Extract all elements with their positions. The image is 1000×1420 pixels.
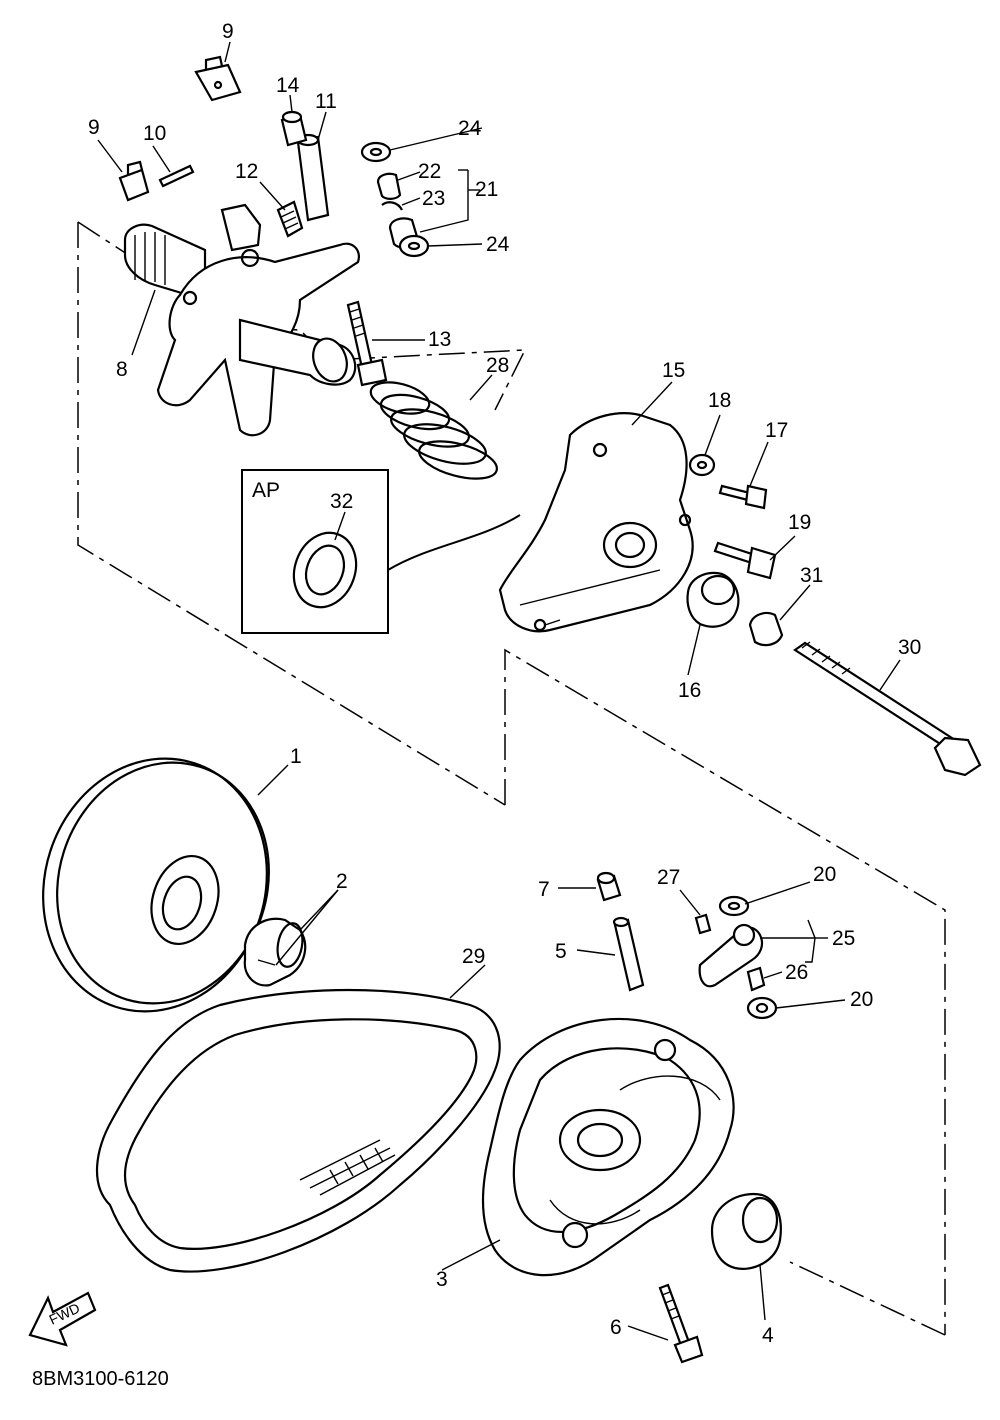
- bolt-17: [718, 484, 768, 510]
- washer-20-lower: [746, 996, 778, 1020]
- callout-9-lower: 9: [88, 116, 100, 139]
- pin-10: [158, 164, 195, 188]
- callout-18: 18: [708, 389, 731, 412]
- cover-15: [498, 412, 694, 633]
- callout-20-upper: 20: [813, 863, 836, 886]
- nut-14: [280, 110, 308, 147]
- collar-31: [748, 611, 784, 647]
- spring-28: [369, 381, 498, 480]
- callout-20-lower: 20: [850, 988, 873, 1011]
- callout-8: 8: [116, 358, 128, 381]
- ap-inset-box: AP: [241, 469, 521, 634]
- callout-11: 11: [315, 90, 337, 113]
- callout-5: 5: [555, 940, 567, 963]
- callout-28: 28: [486, 354, 509, 377]
- left-boundary-line: [77, 222, 506, 806]
- fwd-direction-arrow: FWD: [28, 1291, 97, 1347]
- shim-32: [292, 531, 358, 609]
- screw-12: [276, 200, 304, 238]
- weight-9-upper: [194, 55, 242, 102]
- washer-24-lower: [398, 234, 430, 258]
- washer-20-upper: [718, 895, 750, 917]
- callout-9-upper: 9: [222, 20, 234, 43]
- callout-27: 27: [657, 866, 680, 889]
- nut-7: [596, 871, 622, 902]
- bolt-13: [346, 300, 388, 387]
- callout-10: 10: [143, 122, 166, 145]
- callout-13: 13: [428, 328, 451, 351]
- lower-assembly-boundary: [789, 1261, 946, 1336]
- callout-1: 1: [290, 745, 302, 768]
- shaft-11: [296, 133, 330, 222]
- callout-31: 31: [800, 564, 823, 587]
- callout-19: 19: [788, 511, 811, 534]
- bolt-19: [713, 541, 777, 580]
- sheave-housing-3: [481, 1017, 735, 1277]
- center-zigzag-line: [504, 648, 946, 1335]
- callout-29: 29: [462, 945, 485, 968]
- callout-16: 16: [678, 679, 701, 702]
- bushing-23: [381, 201, 403, 211]
- washer-18: [688, 453, 716, 477]
- slider-arm-25: [698, 923, 764, 988]
- callout-23: 23: [422, 187, 445, 210]
- callout-3: 3: [436, 1268, 448, 1291]
- washer-24-upper: [360, 141, 392, 163]
- callout-24-lower: 24: [486, 233, 510, 256]
- leader-lines: [97, 41, 901, 1341]
- ap-label: AP: [252, 479, 280, 502]
- callout-7: 7: [538, 878, 550, 901]
- weight-9-lower: [118, 160, 150, 202]
- primary-sheave-1: [42, 757, 270, 1013]
- v-belt-29: [96, 988, 501, 1273]
- callout-15: 15: [662, 359, 685, 382]
- drawing-code: 8BM3100-6120: [32, 1368, 169, 1390]
- callout-12: 12: [235, 160, 258, 183]
- screw-27: [694, 913, 712, 935]
- callout-32: 32: [330, 490, 353, 513]
- callout-2: 2: [336, 870, 348, 893]
- callout-14: 14: [276, 74, 300, 97]
- callout-30: 30: [898, 636, 921, 659]
- bushing-4: [710, 1192, 782, 1270]
- callout-25: 25: [832, 927, 855, 950]
- pin-5: [612, 916, 645, 992]
- callout-24-upper: 24: [458, 117, 482, 140]
- bolt-6: [658, 1283, 704, 1364]
- pin-26: [746, 966, 766, 992]
- callout-17: 17: [765, 419, 788, 442]
- bolt-30: [793, 641, 982, 777]
- collar-2: [243, 917, 307, 987]
- callout-26: 26: [785, 961, 808, 984]
- callout-numbers: 1 2 3 4 5 6 7 8 9 9 10 11 12 13 14 15 16…: [88, 20, 921, 1347]
- roller-22: [376, 172, 402, 200]
- bushing-16: [686, 571, 740, 628]
- spider-hub-8: [123, 203, 360, 437]
- callout-21: 21: [475, 178, 498, 201]
- callout-4: 4: [762, 1324, 774, 1347]
- callout-6: 6: [610, 1316, 622, 1339]
- callout-22: 22: [418, 160, 441, 183]
